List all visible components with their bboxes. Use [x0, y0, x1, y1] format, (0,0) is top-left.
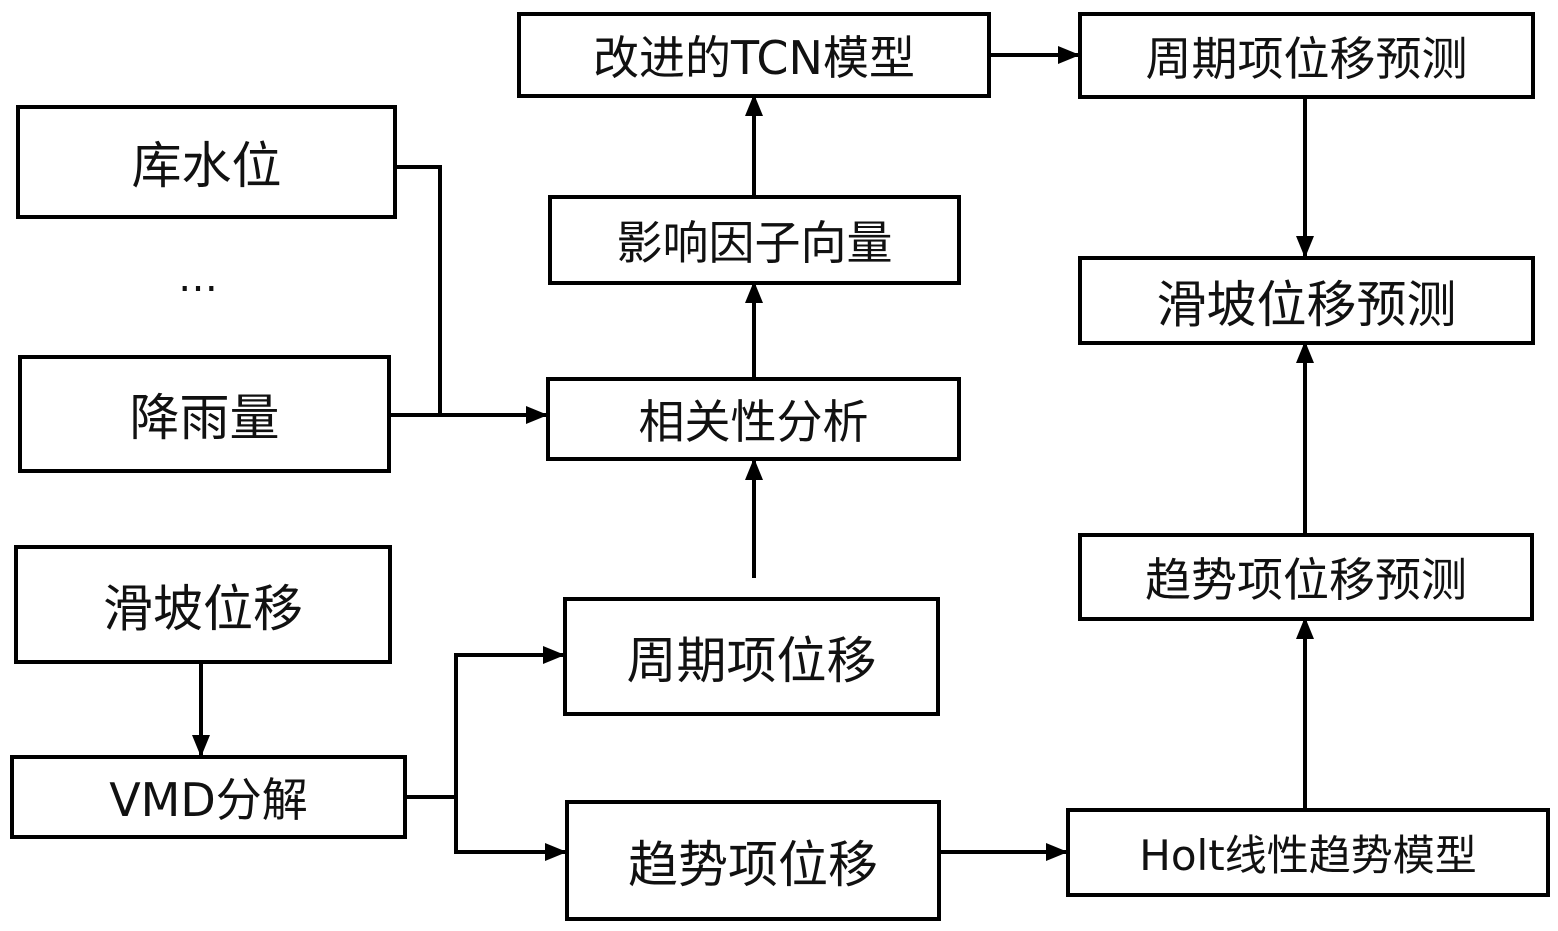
- node-reservoir-level: 库水位: [16, 105, 397, 219]
- node-rainfall: 降雨量: [18, 355, 391, 473]
- node-trend-displacement: 趋势项位移: [565, 800, 941, 921]
- arrow-vmd-to-trend: [454, 797, 567, 861]
- connector-reservoir-to-correlation: [395, 165, 442, 415]
- node-landslide-displacement: 滑坡位移: [14, 545, 392, 664]
- node-periodic-prediction: 周期项位移预测: [1078, 12, 1535, 99]
- node-holt-model: Holt线性趋势模型: [1066, 808, 1550, 897]
- node-factor-vector: 影响因子向量: [548, 195, 961, 285]
- node-improved-tcn: 改进的TCN模型: [517, 12, 991, 98]
- node-correlation-analysis: 相关性分析: [546, 377, 961, 461]
- node-periodic-displacement: 周期项位移: [563, 597, 940, 716]
- node-landslide-prediction: 滑坡位移预测: [1078, 256, 1535, 345]
- node-vmd-decomposition: VMD分解: [10, 755, 407, 839]
- node-trend-prediction: 趋势项位移预测: [1078, 533, 1534, 621]
- arrow-vmd-to-periodic: [454, 646, 565, 797]
- ellipsis-text: …: [178, 255, 218, 301]
